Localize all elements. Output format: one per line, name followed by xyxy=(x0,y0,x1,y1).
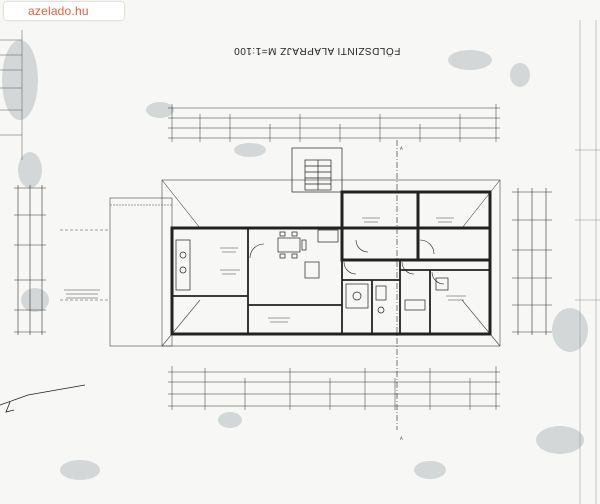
bottom-dimension-lines xyxy=(168,366,500,410)
dining-table xyxy=(277,231,307,259)
exterior-walls xyxy=(170,226,492,336)
entrance-stairs xyxy=(291,147,343,193)
site-watermark: azelado.hu xyxy=(4,2,124,20)
north-arrow xyxy=(0,384,86,413)
roof-outline xyxy=(161,179,501,347)
door-swings xyxy=(249,239,445,285)
interior-walls xyxy=(172,228,490,334)
illegible-annotations xyxy=(64,217,466,323)
upper-rooms-walls xyxy=(340,190,492,262)
terrace xyxy=(60,197,173,347)
left-dimension-lines xyxy=(14,185,46,335)
top-dimension-lines xyxy=(168,104,500,142)
watermark-text: azelado.hu xyxy=(28,4,89,18)
scan-stains xyxy=(2,40,588,480)
section-marker-top: A xyxy=(400,146,403,151)
bathroom-fixtures xyxy=(345,277,449,314)
right-dimension-lines xyxy=(512,188,552,335)
title-block-fragment xyxy=(0,30,23,160)
kitchen-fixtures xyxy=(175,229,339,291)
plan-title: FÖLDSZINTI ALAPRAJZ M=1:100 xyxy=(233,45,401,56)
right-edge-grid xyxy=(575,20,600,504)
section-marker-bottom: A xyxy=(400,436,403,441)
